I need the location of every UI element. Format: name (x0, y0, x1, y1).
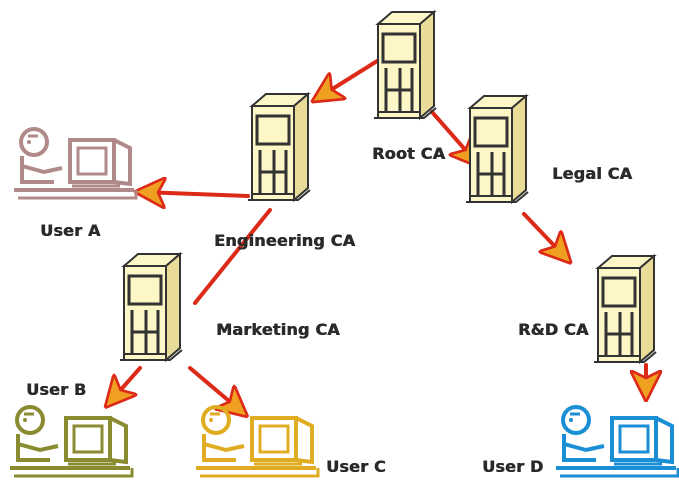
user-c-label: User C (326, 457, 386, 476)
user-a-computer-icon (12, 127, 138, 200)
user-a-label: User A (40, 221, 101, 240)
arrows (110, 56, 646, 412)
user-b-computer-icon (8, 405, 134, 478)
user-c-computer-icon (194, 405, 320, 478)
user-d-label: User D (482, 457, 544, 476)
arrow-root-to-engineering (318, 56, 384, 98)
root-ca-label: Root CA (372, 144, 446, 163)
marketing-ca-label: Marketing CA (216, 320, 340, 339)
engineering-ca-label: Engineering CA (214, 231, 356, 250)
user-d-computer-icon (554, 405, 679, 478)
arrow-marketing-to-user-c (188, 366, 242, 412)
line-engineering-to-marketing (193, 208, 272, 305)
root-ca-server-icon (372, 10, 438, 120)
user-b-label: User B (26, 380, 87, 399)
arrow-engineering-to-user-a (142, 192, 250, 196)
rd-ca-server-icon (592, 254, 658, 364)
engineering-ca-server-icon (246, 92, 312, 202)
marketing-ca-server-icon (118, 252, 184, 362)
legal-ca-server-icon (464, 94, 530, 204)
legal-ca-label: Legal CA (552, 164, 633, 183)
arrow-legal-to-rd (522, 212, 566, 258)
arrow-marketing-to-user-b (110, 366, 142, 402)
rd-ca-label: R&D CA (518, 320, 589, 339)
arrow-root-to-legal (430, 110, 476, 162)
